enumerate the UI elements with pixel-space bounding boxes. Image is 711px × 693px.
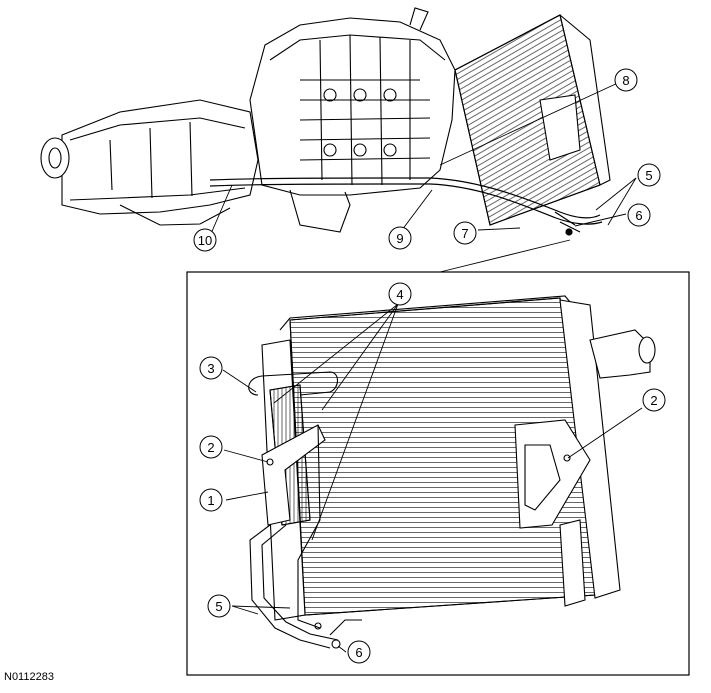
transmission [40, 99, 259, 226]
svg-text:6: 6 [635, 208, 642, 223]
callout-3: 3 [199, 356, 223, 380]
svg-text:6: 6 [355, 645, 362, 660]
callout-6-detail: 6 [347, 640, 371, 664]
svg-text:3: 3 [207, 361, 214, 376]
callout-4: 4 [388, 282, 412, 306]
svg-text:4: 4 [396, 287, 403, 302]
top-leader-lines [209, 81, 637, 273]
callout-2-left: 2 [199, 435, 223, 459]
detail-frame [186, 271, 690, 676]
svg-text:8: 8 [622, 73, 629, 88]
top-radiator [454, 14, 611, 226]
svg-text:2: 2 [650, 393, 657, 408]
callout-7: 7 [453, 221, 477, 245]
figure-id-label: N0112283 [4, 671, 54, 683]
svg-text:5: 5 [215, 599, 222, 614]
callout-6-top: 6 [627, 203, 651, 227]
callout-8: 8 [614, 68, 638, 92]
radiator-detail [248, 295, 656, 649]
callouts: 8 5 6 7 9 10 4 3 [193, 68, 666, 664]
callout-9: 9 [388, 226, 412, 250]
callout-5-detail: 5 [207, 594, 231, 618]
engine-overview [40, 7, 611, 236]
svg-text:10: 10 [198, 233, 212, 248]
callout-10: 10 [193, 228, 217, 252]
callout-1: 1 [199, 488, 223, 512]
svg-text:1: 1 [207, 493, 214, 508]
svg-text:5: 5 [645, 168, 652, 183]
top-cooler-lines [209, 177, 603, 236]
svg-text:7: 7 [461, 226, 468, 241]
svg-text:2: 2 [207, 440, 214, 455]
engine-block [249, 7, 456, 233]
svg-text:9: 9 [396, 231, 403, 246]
detail-leader-lines [222, 303, 643, 653]
callout-5-top: 5 [637, 163, 661, 187]
callout-2-right: 2 [642, 388, 666, 412]
